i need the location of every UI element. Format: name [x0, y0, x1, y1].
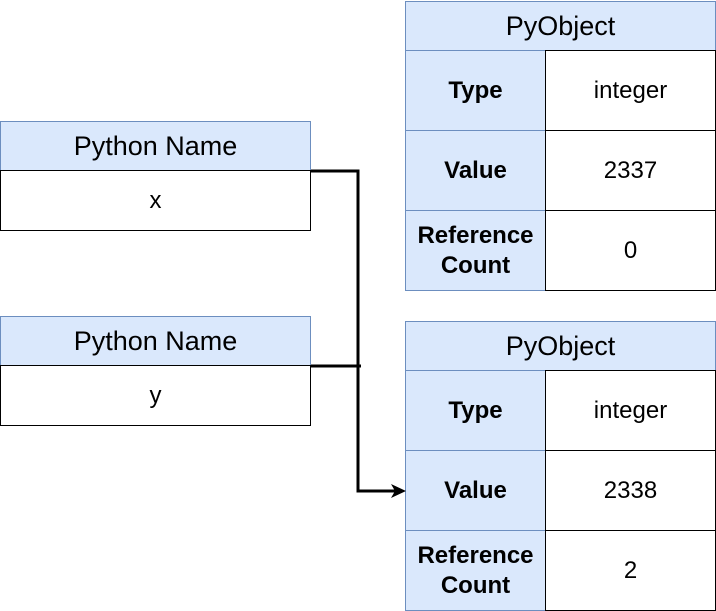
pyobject-2-refcount-label: Reference Count [405, 530, 546, 611]
pyobject-2-header: PyObject [405, 321, 716, 371]
pyobject-1-type-label: Type [405, 50, 546, 131]
python-name-y: Python Name y [0, 316, 311, 426]
python-name-y-header: Python Name [0, 316, 311, 366]
python-name-x-header: Python Name [0, 121, 311, 171]
pyobject-2-refcount-value: 2 [545, 530, 716, 611]
pyobject-1: PyObject Type integer Value 2337 Referen… [405, 1, 716, 291]
pyobject-1-type-value: integer [545, 50, 716, 131]
pyobject-1-refcount-label: Reference Count [405, 210, 546, 291]
python-name-x: Python Name x [0, 121, 311, 231]
connector-x-to-pyobject-2 [311, 169, 396, 493]
pyobject-1-value-label: Value [405, 130, 546, 211]
pyobject-1-header: PyObject [405, 1, 716, 51]
pyobject-1-refcount-value: 0 [545, 210, 716, 291]
pyobject-2-value-label: Value [405, 450, 546, 531]
pyobject-1-value-value: 2337 [545, 130, 716, 211]
pyobject-2-value-value: 2338 [545, 450, 716, 531]
pyobject-2-type-label: Type [405, 370, 546, 451]
python-name-y-value: y [0, 365, 311, 426]
pyobject-2: PyObject Type integer Value 2338 Referen… [405, 321, 716, 611]
pyobject-2-type-value: integer [545, 370, 716, 451]
python-name-x-value: x [0, 170, 311, 231]
arrowhead-icon [391, 484, 406, 498]
